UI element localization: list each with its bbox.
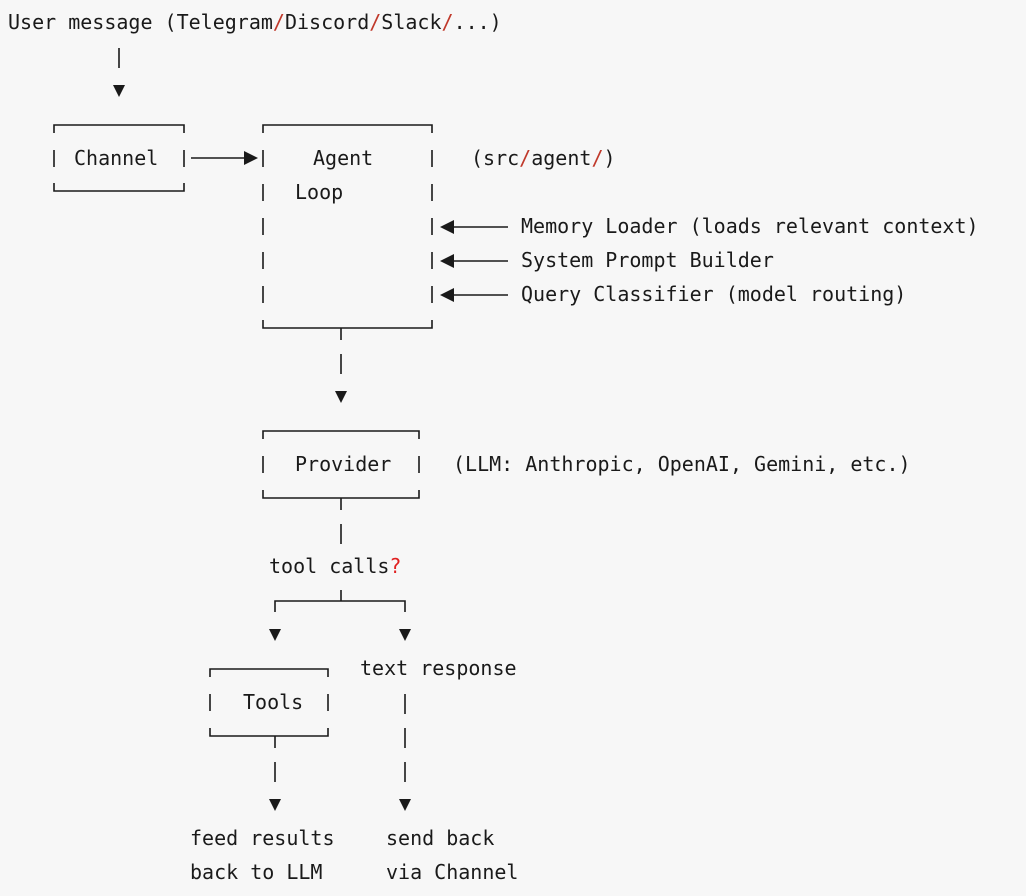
path-part: (src: [471, 146, 520, 170]
split-bracket: [274, 600, 406, 612]
agent-label-line2: Loop: [295, 180, 344, 204]
separator: /: [441, 10, 454, 34]
channel-label: Channel: [74, 146, 159, 170]
arrowhead-to-tools: [269, 629, 281, 641]
tools-box-outline: [209, 668, 329, 737]
memory-loader-label: Memory Loader (loads relevant context): [521, 214, 979, 238]
path-part: agent: [531, 146, 592, 170]
arrowhead-to-send-back: [399, 799, 411, 811]
arrowhead-to-text-response: [399, 629, 411, 641]
agent-box-outline: [262, 124, 433, 329]
text-response-label: text response: [360, 656, 517, 680]
provider-note: (LLM: Anthropic, OpenAI, Gemini, etc.): [453, 452, 911, 476]
user-message-suffix: ...): [453, 10, 502, 34]
separator: /: [272, 10, 285, 34]
discord-label: Discord: [284, 10, 370, 34]
agent-label-line1: Agent: [313, 146, 374, 170]
send-back-line2: via Channel: [386, 860, 519, 884]
feed-results-line2: back to LLM: [190, 860, 323, 884]
agent-source-path: (src/agent/): [471, 146, 616, 170]
query-classifier-label: Query Classifier (model routing): [521, 282, 907, 306]
feed-results-line1: feed results: [190, 826, 335, 850]
separator: /: [369, 10, 382, 34]
arrowhead-to-feed-results: [269, 799, 281, 811]
decision-label: tool calls?: [269, 554, 401, 578]
slack-label: Slack: [381, 10, 442, 34]
send-back-line1: send back: [386, 826, 495, 850]
separator: /: [519, 146, 532, 170]
user-message-label: User message (Telegram/Discord/Slack/...…: [8, 10, 502, 34]
separator: /: [591, 146, 604, 170]
arrowhead-query-classifier: [440, 288, 454, 302]
provider-label: Provider: [295, 452, 392, 476]
decision-question-mark: ?: [389, 554, 402, 578]
path-part: ): [603, 146, 616, 170]
user-message-prefix: User message (Telegram: [8, 10, 273, 34]
arrowhead-agent-to-provider: [335, 391, 347, 403]
arrowhead-channel-to-agent: [244, 151, 258, 165]
system-prompt-builder-label: System Prompt Builder: [521, 248, 774, 272]
tools-label: Tools: [243, 690, 304, 714]
channel-box-outline: [53, 124, 185, 192]
arrowhead-memory-loader: [440, 220, 454, 234]
decision-text: tool calls: [269, 554, 390, 578]
arrowhead-system-prompt: [440, 254, 454, 268]
arrowhead-user-to-channel: [113, 85, 125, 97]
